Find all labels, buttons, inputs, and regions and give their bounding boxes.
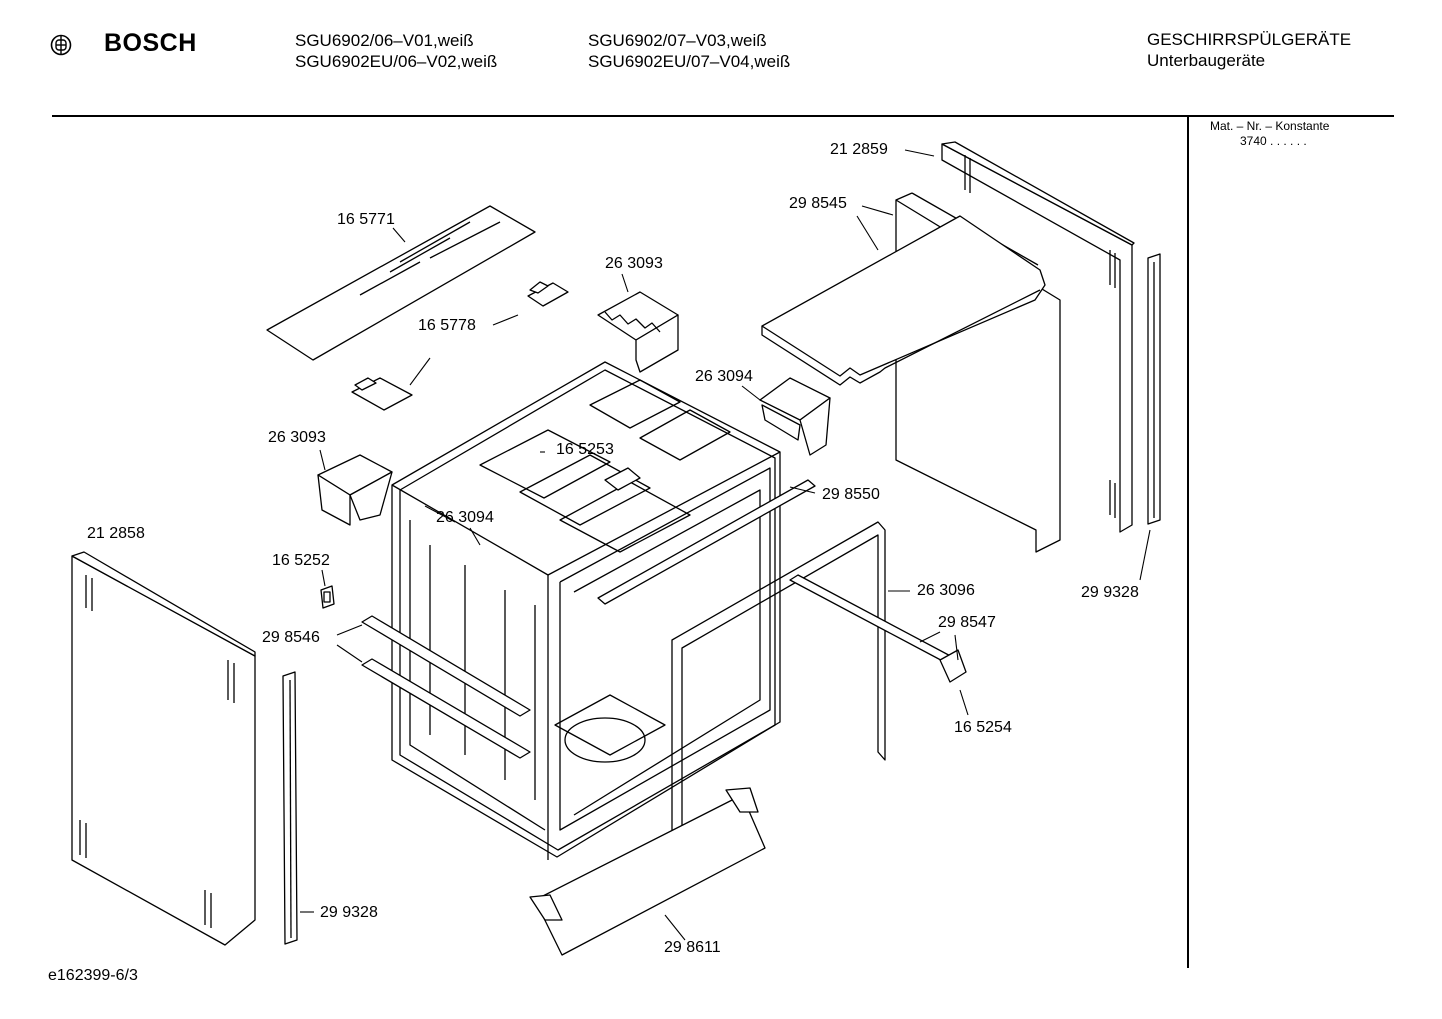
- part-number-label: 16 5254: [954, 719, 1012, 736]
- clip-part: [320, 585, 335, 609]
- model-item: SGU6902EU/07–V04,weiß: [588, 52, 791, 71]
- model-item: SGU6902/07–V03,weiß: [588, 31, 767, 50]
- part-number-label: 29 8546: [262, 629, 320, 646]
- header-divider: [52, 115, 1394, 117]
- plinth-part: [529, 787, 766, 956]
- model-list-2: SGU6902/07–V03,weiß SGU6902EU/07–V04,wei…: [588, 30, 790, 72]
- side-rail-part: [361, 615, 531, 759]
- part-number-label: 29 8545: [789, 195, 847, 212]
- part-number-label: 21 2858: [87, 525, 145, 542]
- category-title: GESCHIRRSPÜLGERÄTE: [1147, 30, 1352, 49]
- matnr-value: 3740 . . . . . .: [1240, 134, 1307, 148]
- matnr-label: Mat. – Nr. – Konstante: [1210, 119, 1330, 133]
- part-number-label: 29 8550: [822, 486, 880, 503]
- top-cover-plate-part: [761, 192, 1061, 553]
- model-item: SGU6902EU/06–V02,weiß: [295, 52, 498, 71]
- left-side-panel-part: [71, 551, 256, 946]
- bosch-logo-icon: [50, 34, 72, 56]
- door-seal-part: [671, 521, 886, 888]
- back-panel-part: [941, 141, 1135, 533]
- leader-lines: [300, 149, 1151, 941]
- part-number-label: 16 5252: [272, 552, 330, 569]
- mounting-bracket-part: [351, 281, 569, 411]
- brand-name: BOSCH: [104, 29, 197, 57]
- part-number-label: 26 3094: [695, 368, 753, 385]
- part-number-label: 29 9328: [320, 904, 378, 921]
- part-number-label: 16 5253: [556, 441, 614, 458]
- top-rail-part: [597, 479, 816, 605]
- left-side-strip-part: [282, 671, 298, 945]
- right-side-strip-part: [1147, 253, 1161, 525]
- part-number-label: 29 8611: [664, 939, 721, 956]
- part-number-label: 21 2859: [830, 141, 888, 158]
- part-number-label: 26 3094: [436, 509, 494, 526]
- model-item: SGU6902/06–V01,weiß: [295, 31, 474, 50]
- part-number-label: 16 5778: [418, 317, 476, 334]
- category-subtitle: Unterbaugeräte: [1147, 51, 1266, 70]
- part-number-label: 16 5771: [337, 211, 395, 228]
- part-number-label: 29 9328: [1081, 584, 1139, 601]
- drawing-id: e162399-6/3: [48, 967, 138, 984]
- sidebar-divider: [1187, 116, 1189, 968]
- part-number-label: 26 3093: [268, 429, 326, 446]
- product-category: GESCHIRRSPÜLGERÄTE Unterbaugeräte: [1147, 29, 1351, 71]
- model-list-1: SGU6902/06–V01,weiß SGU6902EU/06–V02,wei…: [295, 30, 497, 72]
- part-number-label: 26 3093: [605, 255, 663, 272]
- part-number-label: 29 8547: [938, 614, 996, 631]
- part-number-label: 26 3096: [917, 582, 975, 599]
- insulation-film-part: [266, 205, 536, 361]
